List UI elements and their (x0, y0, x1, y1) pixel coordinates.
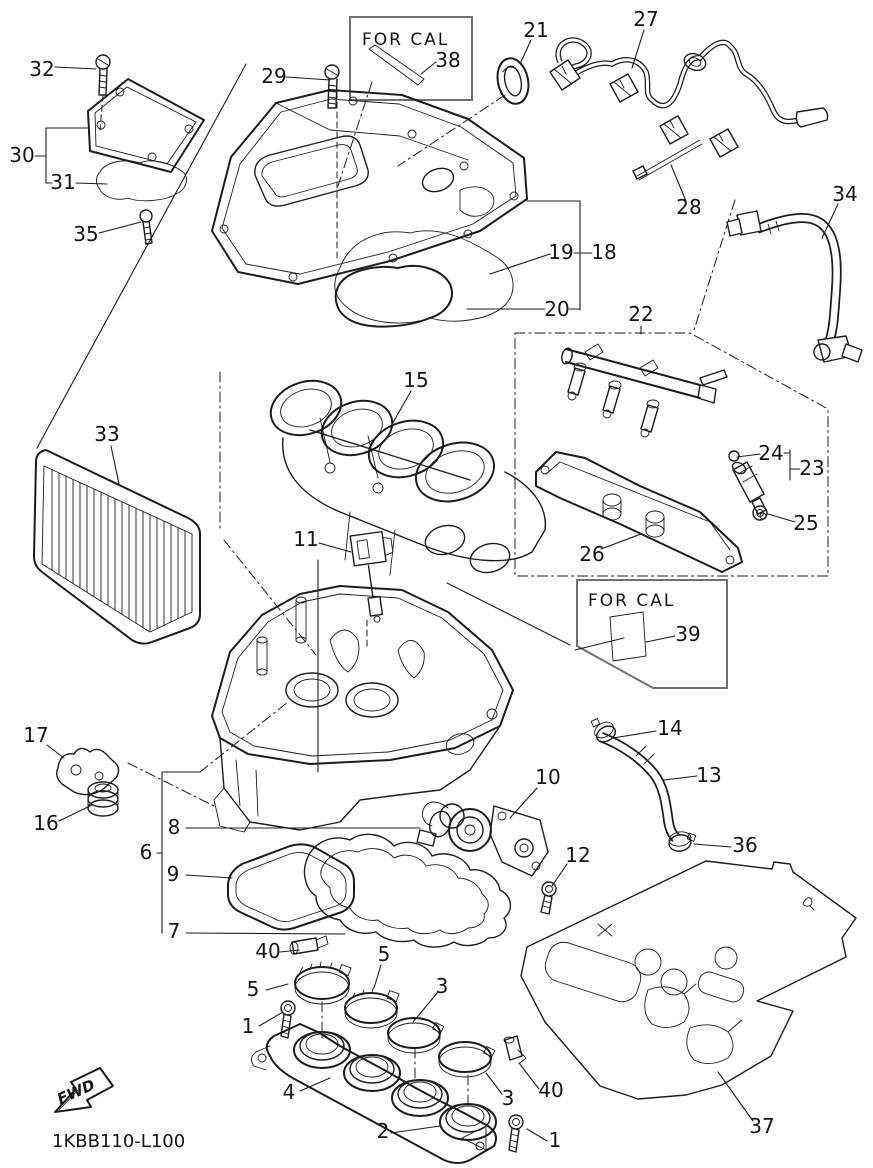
part-31-gasket (96, 160, 187, 202)
callout-1-left[interactable]: 1 (242, 1014, 255, 1038)
part-4-2-intake-joint-plate (251, 935, 527, 1164)
callout-2[interactable]: 2 (377, 1119, 390, 1143)
callout-3-upper[interactable]: 3 (436, 974, 449, 998)
callout-3-lower[interactable]: 3 (502, 1086, 515, 1110)
part-9-gasket (227, 843, 355, 931)
part-16-damper (87, 781, 119, 817)
part-29-screw (324, 64, 340, 109)
callout-27[interactable]: 27 (633, 7, 658, 31)
part-35-screw (139, 209, 153, 245)
callout-9[interactable]: 9 (167, 862, 180, 886)
callout-5-right[interactable]: 5 (378, 942, 391, 966)
part-1-bolts (280, 1000, 524, 1153)
callout-20[interactable]: 20 (544, 297, 569, 321)
callout-40-right[interactable]: 40 (538, 1078, 563, 1102)
for-cal-label-1: FOR CAL (362, 30, 449, 50)
part-3-clamps (387, 1017, 496, 1078)
callout-38[interactable]: 38 (435, 48, 460, 72)
callout-16[interactable]: 16 (33, 811, 58, 835)
part-37-gasket-sheet (520, 860, 857, 1100)
callout-12[interactable]: 12 (565, 843, 590, 867)
part-30-cover-plate (87, 78, 205, 173)
part-28-cable-tie (632, 139, 703, 181)
part-20-sponge (334, 265, 453, 328)
part-25-seal (752, 505, 768, 521)
part-27-sub-wire-harness (549, 37, 829, 158)
stamp-glyph (802, 897, 815, 911)
part-15-throttle-body-assembly (269, 379, 546, 576)
intake-boots (293, 1031, 497, 1141)
emission-sticker-38 (368, 44, 425, 86)
for-cal-label-2: FOR CAL (588, 591, 675, 611)
part-40-clamp-screws (289, 935, 527, 1064)
callout-23[interactable]: 23 (799, 456, 824, 480)
callout-21[interactable]: 21 (523, 18, 548, 42)
callout-31[interactable]: 31 (50, 170, 75, 194)
catalog-code: 1KBB110-L100 (52, 1131, 185, 1152)
callout-37[interactable]: 37 (749, 1114, 774, 1138)
callout-14[interactable]: 14 (657, 716, 682, 740)
callout-25[interactable]: 25 (793, 511, 818, 535)
callout-39[interactable]: 39 (675, 622, 700, 646)
part-10-air-cut-valve (416, 801, 549, 877)
callout-6[interactable]: 6 (140, 840, 153, 864)
part-13-breather-hose (599, 732, 680, 842)
callout-15[interactable]: 15 (403, 368, 428, 392)
callout-30[interactable]: 30 (9, 143, 34, 167)
part-32-screw (95, 54, 111, 96)
callout-24[interactable]: 24 (758, 441, 783, 465)
callout-18[interactable]: 18 (591, 240, 616, 264)
callout-35[interactable]: 35 (73, 222, 98, 246)
canister-sticker-39 (609, 611, 647, 662)
callout-26[interactable]: 26 (579, 542, 604, 566)
callout-32[interactable]: 32 (29, 57, 54, 81)
part-air-cleaner-case-cap (211, 89, 528, 285)
part-23-injector (731, 461, 767, 520)
part-8-air-cleaner-case (211, 585, 514, 833)
callout-19[interactable]: 19 (548, 240, 573, 264)
callout-22[interactable]: 22 (628, 302, 653, 326)
fwd-arrow-icon: FWD (54, 1067, 114, 1113)
filter-pleats (51, 466, 186, 632)
part-36-clamp (668, 831, 697, 852)
callout-10[interactable]: 10 (535, 765, 560, 789)
callout-11[interactable]: 11 (293, 527, 318, 551)
callout-13[interactable]: 13 (696, 763, 721, 787)
part-7-gasket (303, 833, 511, 948)
part-26-manifold-plate (535, 451, 743, 573)
part-24-o-ring (728, 450, 740, 462)
part-33-air-filter-element (33, 449, 201, 645)
part-17-bracket (55, 747, 120, 796)
part-12-bolt (540, 881, 557, 915)
leader-lines (34, 29, 839, 1142)
callout-36[interactable]: 36 (732, 833, 757, 857)
injectors-on-rail (567, 362, 660, 438)
callout-labels: 32 30 31 35 29 38 21 27 28 34 19 18 20 2… (9, 7, 857, 1152)
part-21-grommet (496, 57, 530, 105)
alignment-cross-mark (597, 923, 613, 937)
callout-29[interactable]: 29 (261, 64, 286, 88)
part-19-cap-seal (334, 230, 514, 324)
callout-17[interactable]: 17 (23, 723, 48, 747)
part-5-clamps (294, 961, 400, 1029)
for-cal-box-2: FOR CAL (576, 579, 728, 689)
callout-28[interactable]: 28 (676, 195, 701, 219)
callout-7[interactable]: 7 (168, 919, 181, 943)
callout-5-left[interactable]: 5 (247, 977, 260, 1001)
callout-33[interactable]: 33 (94, 422, 119, 446)
callout-4[interactable]: 4 (283, 1080, 296, 1104)
callout-40-left[interactable]: 40 (255, 939, 280, 963)
callout-34[interactable]: 34 (832, 182, 857, 206)
callout-8[interactable]: 8 (168, 815, 181, 839)
part-22-fuel-rail-group (514, 332, 829, 577)
callout-1-right[interactable]: 1 (549, 1128, 562, 1152)
part-11-sensor (349, 530, 394, 623)
part-14-clamp (590, 718, 617, 743)
part-34-fuel-hose (726, 210, 863, 363)
